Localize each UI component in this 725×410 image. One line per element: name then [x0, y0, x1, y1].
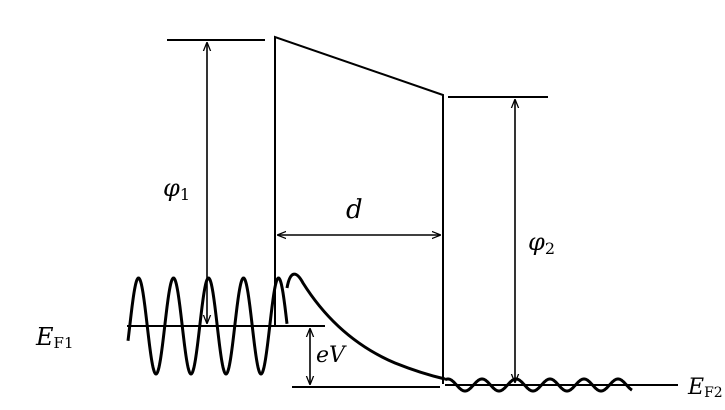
ev-label: eV: [316, 343, 347, 368]
wavefunction-right: [444, 377, 633, 393]
phi2-label: φ2: [528, 228, 555, 258]
phi1-label: φ1: [163, 174, 190, 204]
wavefunction-left: [126, 276, 289, 376]
d-label: d: [346, 195, 363, 225]
wavefunction-barrier-decay: [285, 272, 446, 381]
ef1-label: EF1: [35, 323, 73, 352]
barrier-outline: [274, 35, 444, 384]
ef2-label: EF2: [687, 375, 723, 401]
